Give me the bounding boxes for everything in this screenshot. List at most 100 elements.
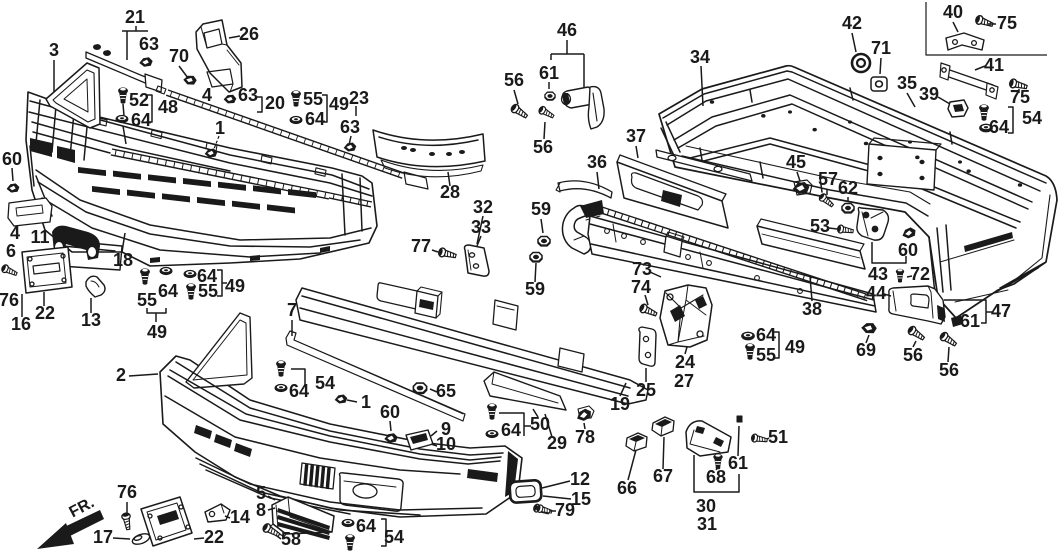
svg-text:45: 45 xyxy=(786,152,806,172)
svg-text:22: 22 xyxy=(204,527,224,547)
svg-text:18: 18 xyxy=(113,250,133,270)
svg-text:3: 3 xyxy=(49,40,59,60)
svg-text:64: 64 xyxy=(305,109,325,129)
svg-text:31: 31 xyxy=(697,514,717,534)
svg-text:22: 22 xyxy=(35,303,55,323)
svg-text:56: 56 xyxy=(504,70,524,90)
svg-text:59: 59 xyxy=(525,279,545,299)
svg-text:57: 57 xyxy=(818,169,838,189)
svg-text:43: 43 xyxy=(868,264,888,284)
svg-text:54: 54 xyxy=(384,527,404,547)
svg-text:39: 39 xyxy=(919,84,939,104)
svg-text:51: 51 xyxy=(768,427,788,447)
svg-text:50: 50 xyxy=(530,414,550,434)
svg-text:11: 11 xyxy=(30,227,49,247)
svg-text:35: 35 xyxy=(897,73,917,93)
svg-text:78: 78 xyxy=(575,427,595,447)
svg-text:44: 44 xyxy=(866,283,886,303)
svg-text:64: 64 xyxy=(756,325,776,345)
svg-text:72: 72 xyxy=(910,264,930,284)
svg-text:49: 49 xyxy=(329,94,349,114)
svg-text:48: 48 xyxy=(158,97,178,117)
svg-text:56: 56 xyxy=(903,345,923,365)
svg-text:55: 55 xyxy=(756,345,776,365)
svg-text:4: 4 xyxy=(202,85,212,105)
svg-text:63: 63 xyxy=(238,85,258,105)
svg-text:20: 20 xyxy=(265,93,285,113)
svg-text:68: 68 xyxy=(706,467,726,487)
svg-text:63: 63 xyxy=(139,34,159,54)
svg-text:46: 46 xyxy=(557,20,577,40)
svg-text:17: 17 xyxy=(93,527,113,547)
svg-text:40: 40 xyxy=(943,2,963,22)
svg-text:6: 6 xyxy=(6,241,16,261)
svg-text:56: 56 xyxy=(533,137,553,157)
svg-text:60: 60 xyxy=(898,240,918,260)
svg-text:37: 37 xyxy=(626,126,646,146)
svg-text:41: 41 xyxy=(984,55,1004,75)
svg-text:36: 36 xyxy=(587,152,607,172)
svg-text:62: 62 xyxy=(838,178,858,198)
svg-text:59: 59 xyxy=(531,199,551,219)
svg-text:75: 75 xyxy=(1010,87,1030,107)
svg-text:60: 60 xyxy=(380,402,400,422)
svg-text:52: 52 xyxy=(129,90,149,110)
svg-text:7: 7 xyxy=(287,300,297,320)
svg-text:70: 70 xyxy=(169,46,189,66)
svg-text:21: 21 xyxy=(125,7,145,27)
svg-text:30: 30 xyxy=(696,496,716,516)
svg-text:12: 12 xyxy=(570,469,590,489)
svg-text:4: 4 xyxy=(10,223,20,243)
svg-text:9: 9 xyxy=(441,419,451,439)
svg-text:24: 24 xyxy=(675,352,695,372)
svg-text:34: 34 xyxy=(690,47,710,67)
svg-text:42: 42 xyxy=(842,13,862,33)
svg-text:32: 32 xyxy=(473,197,493,217)
svg-text:2: 2 xyxy=(116,365,126,385)
svg-text:47: 47 xyxy=(991,301,1011,321)
svg-text:63: 63 xyxy=(340,117,360,137)
svg-text:5: 5 xyxy=(256,483,266,503)
svg-text:64: 64 xyxy=(197,266,217,286)
svg-text:23: 23 xyxy=(349,88,369,108)
svg-text:19: 19 xyxy=(610,394,630,414)
svg-text:60: 60 xyxy=(2,149,22,169)
svg-text:61: 61 xyxy=(728,453,748,473)
svg-text:29: 29 xyxy=(547,433,567,453)
svg-text:38: 38 xyxy=(802,299,822,319)
svg-text:55: 55 xyxy=(198,281,218,301)
svg-text:26: 26 xyxy=(239,24,259,44)
svg-text:27: 27 xyxy=(674,371,694,391)
svg-text:73: 73 xyxy=(632,259,652,279)
svg-text:71: 71 xyxy=(871,38,891,58)
svg-text:64: 64 xyxy=(501,420,521,440)
svg-text:13: 13 xyxy=(81,310,101,330)
svg-text:64: 64 xyxy=(989,117,1009,137)
svg-text:77: 77 xyxy=(411,236,431,256)
svg-text:64: 64 xyxy=(356,516,376,536)
svg-text:74: 74 xyxy=(631,277,651,297)
svg-text:64: 64 xyxy=(158,281,178,301)
svg-text:16: 16 xyxy=(11,314,31,334)
svg-text:55: 55 xyxy=(137,290,157,310)
svg-text:28: 28 xyxy=(440,182,460,202)
svg-text:25: 25 xyxy=(636,380,656,400)
svg-text:33: 33 xyxy=(471,217,491,237)
svg-text:61: 61 xyxy=(539,63,559,83)
svg-text:54: 54 xyxy=(315,373,335,393)
svg-text:69: 69 xyxy=(856,340,876,360)
svg-text:56: 56 xyxy=(939,360,959,380)
svg-text:64: 64 xyxy=(131,110,151,130)
svg-text:54: 54 xyxy=(1022,108,1042,128)
svg-text:55: 55 xyxy=(303,89,323,109)
svg-text:76: 76 xyxy=(0,290,19,310)
svg-text:1: 1 xyxy=(215,118,225,138)
svg-text:64: 64 xyxy=(289,381,309,401)
svg-text:15: 15 xyxy=(571,489,591,509)
svg-text:61: 61 xyxy=(960,311,980,331)
svg-text:53: 53 xyxy=(810,216,830,236)
svg-text:1: 1 xyxy=(361,392,371,412)
svg-text:66: 66 xyxy=(617,478,637,498)
svg-text:65: 65 xyxy=(436,381,456,401)
svg-text:49: 49 xyxy=(785,337,805,357)
